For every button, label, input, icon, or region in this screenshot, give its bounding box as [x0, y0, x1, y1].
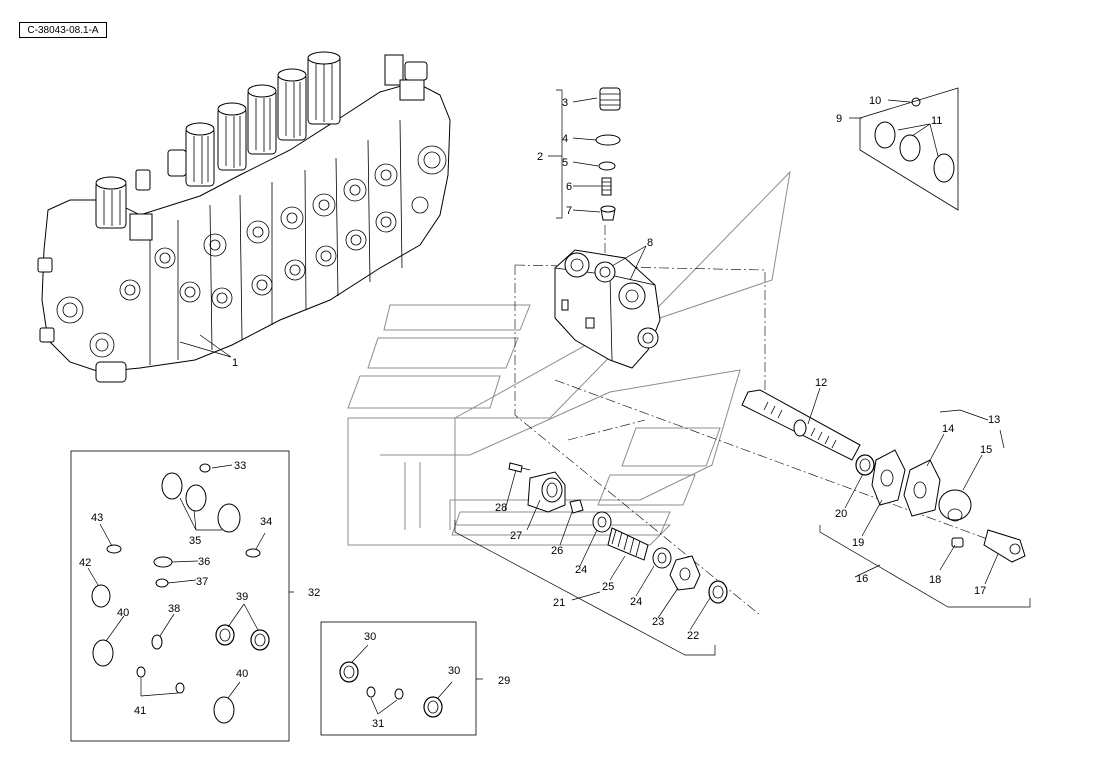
callout-38: 38 [168, 603, 180, 615]
callout-31: 31 [372, 718, 384, 730]
callout-36: 36 [198, 556, 210, 568]
callout-28: 28 [495, 502, 507, 514]
callout-4: 4 [562, 133, 568, 145]
callout-1: 1 [232, 357, 238, 369]
callout-39: 39 [236, 591, 248, 603]
callout-17: 17 [974, 585, 986, 597]
callout-32: 32 [308, 587, 320, 599]
valve-section-body [554, 249, 661, 369]
callout-41: 41 [134, 705, 146, 717]
callout-13: 13 [988, 414, 1000, 426]
callout-25: 25 [602, 581, 614, 593]
callout-12: 12 [815, 377, 827, 389]
callout-22: 22 [687, 630, 699, 642]
callout-34: 34 [260, 516, 272, 528]
callout-20: 20 [835, 508, 847, 520]
callout-29: 29 [498, 675, 510, 687]
callout-16: 16 [856, 573, 868, 585]
callout-18: 18 [929, 574, 941, 586]
callout-labels: 1 2 3 4 5 6 7 8 9 10 11 12 13 14 15 16 1… [79, 95, 1000, 730]
seal-kit-32 [70, 450, 290, 742]
callout-37: 37 [196, 576, 208, 588]
callout-40b: 40 [236, 668, 248, 680]
drawing-reference-code: C-38043-08.1-A [19, 22, 107, 38]
callout-9: 9 [836, 113, 842, 125]
callout-33: 33 [234, 460, 246, 472]
spool-end-parts [508, 462, 728, 604]
callout-19: 19 [852, 537, 864, 549]
relief-valve-parts [595, 87, 621, 221]
control-valve-bank [37, 51, 451, 383]
callout-24b: 24 [630, 596, 642, 608]
callout-26: 26 [551, 545, 563, 557]
callout-23: 23 [652, 616, 664, 628]
callout-3: 3 [562, 97, 568, 109]
callout-30a: 30 [364, 631, 376, 643]
callout-11: 11 [931, 115, 942, 127]
callout-2: 2 [537, 151, 543, 163]
leader-lines [87, 89, 1031, 715]
callout-10: 10 [869, 95, 881, 107]
callout-43: 43 [91, 512, 103, 524]
callout-8: 8 [647, 237, 653, 249]
callout-21: 21 [553, 597, 565, 609]
callout-24a: 24 [575, 564, 587, 576]
callout-6: 6 [566, 181, 572, 193]
seal-kit-9 [859, 87, 959, 211]
callout-27: 27 [510, 530, 522, 542]
callout-7: 7 [566, 205, 572, 217]
callout-35: 35 [189, 535, 201, 547]
callout-30b: 30 [448, 665, 460, 677]
callout-42: 42 [79, 557, 91, 569]
callout-15: 15 [980, 444, 992, 456]
spool-and-cap-parts [741, 389, 1026, 563]
seal-kit-29 [320, 621, 477, 736]
callout-5: 5 [562, 157, 568, 169]
callout-40a: 40 [117, 607, 129, 619]
callout-14: 14 [942, 423, 954, 435]
